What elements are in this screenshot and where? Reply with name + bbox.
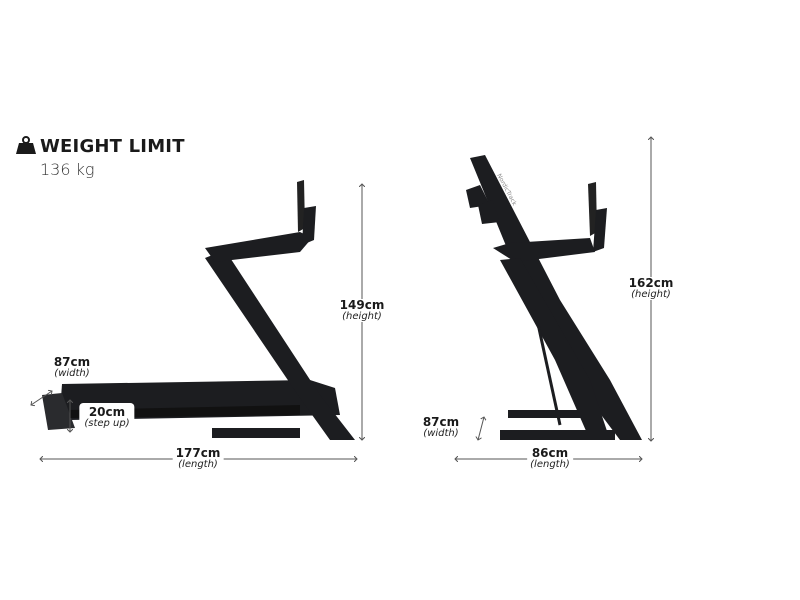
folded-treadmill: NordicTrack	[466, 155, 642, 440]
unfolded-treadmill	[42, 180, 355, 440]
folded-height-label: 162cm (height)	[625, 276, 677, 301]
width-arrow-unfolded	[31, 391, 52, 405]
dim-caption: (height)	[342, 310, 382, 322]
dim-caption: (width)	[54, 367, 90, 379]
folded-width-label: 87cm (width)	[419, 415, 463, 440]
weight-icon	[16, 136, 36, 154]
weight-limit-title: WEIGHT LIMIT	[40, 136, 185, 157]
dim-value: 87cm	[422, 415, 460, 429]
dim-value: 86cm	[531, 446, 569, 460]
dim-caption: (height)	[631, 288, 671, 300]
dim-value: 149cm	[339, 298, 385, 312]
dim-value: 177cm	[175, 446, 221, 460]
unfolded-height-label: 149cm (height)	[336, 298, 388, 323]
dim-caption: (length)	[178, 458, 218, 470]
dim-caption: (width)	[423, 427, 459, 439]
dim-value: 87cm	[53, 355, 91, 369]
width-arrow-folded	[478, 417, 484, 440]
weight-limit-value: 136 kg	[40, 160, 95, 179]
unfolded-length-label: 177cm (length)	[172, 446, 224, 471]
folded-length-label: 86cm (length)	[527, 446, 573, 471]
dim-caption: (step up)	[84, 417, 130, 429]
unfolded-stepup-label: 20cm (step up)	[79, 403, 135, 433]
dim-caption: (length)	[530, 458, 570, 470]
dim-value: 20cm	[88, 405, 126, 419]
unfolded-width-label: 87cm (width)	[50, 355, 94, 380]
dim-value: 162cm	[628, 276, 674, 290]
